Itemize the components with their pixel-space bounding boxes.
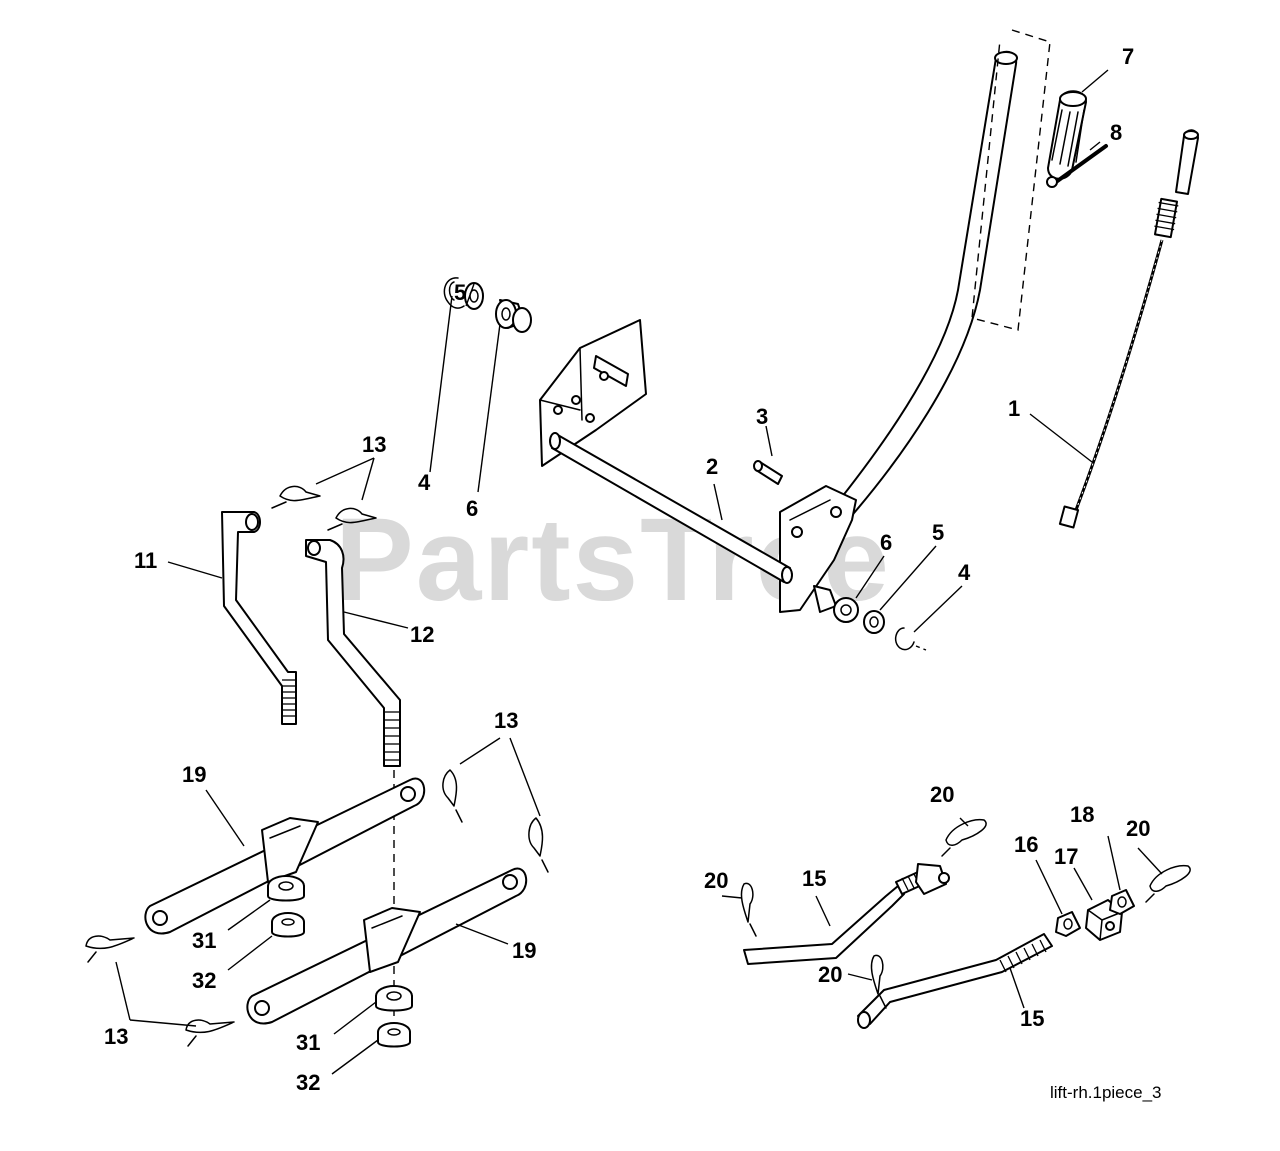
callout-13-top: 13 [362, 432, 386, 457]
clevis-pin[interactable] [753, 460, 783, 485]
callout-4-right: 4 [958, 560, 971, 585]
lift-arm-upper[interactable] [144, 777, 425, 935]
lift-link-right[interactable] [305, 539, 401, 767]
callout-19-lower: 19 [512, 938, 536, 963]
callout-13-mid: 13 [494, 708, 518, 733]
lift-link-left[interactable] [221, 511, 297, 725]
callout-6-right: 6 [880, 530, 892, 555]
callout-32-upper: 32 [192, 968, 216, 993]
hairpin-clip-bottom-2[interactable] [185, 1019, 235, 1047]
callout-16: 16 [1014, 832, 1038, 857]
trunnion-nut[interactable] [1109, 889, 1135, 915]
callout-31-upper: 31 [192, 928, 216, 953]
callout-2: 2 [706, 454, 718, 479]
lift-shaft[interactable] [549, 432, 793, 584]
nut-lower[interactable] [377, 1022, 411, 1048]
hairpin-clip-20-d[interactable] [1145, 864, 1191, 903]
callout-5-left: 5 [454, 280, 466, 305]
callout-4-left: 4 [418, 470, 431, 495]
lift-cable-assembly[interactable] [1058, 129, 1199, 529]
adjustment-rod-lower[interactable] [857, 933, 1053, 1029]
callout-3: 3 [756, 404, 768, 429]
diagram-caption: lift-rh.1piece_3 [1050, 1083, 1162, 1102]
leader-lines [115, 69, 1163, 1075]
bushing-left[interactable] [495, 299, 532, 333]
hairpin-clip-mid-2[interactable] [528, 817, 549, 873]
callout-19-upper: 19 [182, 762, 206, 787]
e-clip-right[interactable] [894, 627, 927, 651]
jam-nut[interactable] [1055, 911, 1081, 937]
lift-handle-lever[interactable] [779, 50, 1018, 613]
hairpin-clip-mid-1[interactable] [442, 769, 463, 823]
roll-pin[interactable] [1046, 144, 1108, 188]
nut-upper[interactable] [271, 912, 305, 938]
hairpin-clip-20-b[interactable] [941, 818, 987, 857]
callout-1: 1 [1008, 396, 1020, 421]
hairpin-clip-bottom-1[interactable] [85, 935, 135, 963]
callout-13-bottom: 13 [104, 1024, 128, 1049]
callout-17: 17 [1054, 844, 1078, 869]
callout-20-top: 20 [930, 782, 954, 807]
callout-11: 11 [134, 548, 157, 573]
callout-labels: 7 8 1 5 4 6 3 2 6 5 4 13 11 12 13 19 19 … [104, 44, 1150, 1095]
hairpin-clip-20-c[interactable] [870, 954, 887, 1009]
callout-6-left: 6 [466, 496, 478, 521]
lift-arm-lower[interactable] [246, 867, 527, 1025]
hairpin-clip-top-2[interactable] [327, 507, 377, 531]
adjustment-rod-upper[interactable] [743, 863, 950, 965]
callout-8: 8 [1110, 120, 1122, 145]
callout-32-lower: 32 [296, 1070, 320, 1095]
callout-20-right: 20 [1126, 816, 1150, 841]
mounting-bracket-plate[interactable] [539, 319, 647, 467]
spacer-upper[interactable] [267, 875, 305, 902]
bushing-right[interactable] [813, 585, 859, 623]
callout-20-left: 20 [704, 868, 728, 893]
callout-20-lower: 20 [818, 962, 842, 987]
handle-phantom-outline [971, 29, 1051, 331]
hairpin-clip-20-a[interactable] [740, 882, 757, 937]
hairpin-clip-top-1[interactable] [271, 485, 321, 509]
callout-15-lower: 15 [1020, 1006, 1044, 1031]
callout-12: 12 [410, 622, 434, 647]
callout-18: 18 [1070, 802, 1094, 827]
washer-right[interactable] [863, 610, 885, 634]
washer-left[interactable] [464, 282, 484, 310]
callout-5-right: 5 [932, 520, 944, 545]
callout-31-lower: 31 [296, 1030, 320, 1055]
callout-15-upper: 15 [802, 866, 826, 891]
spacer-lower[interactable] [375, 985, 413, 1012]
handle-grip[interactable] [1047, 90, 1087, 180]
callout-7: 7 [1122, 44, 1134, 69]
e-clip-left[interactable] [443, 277, 465, 309]
